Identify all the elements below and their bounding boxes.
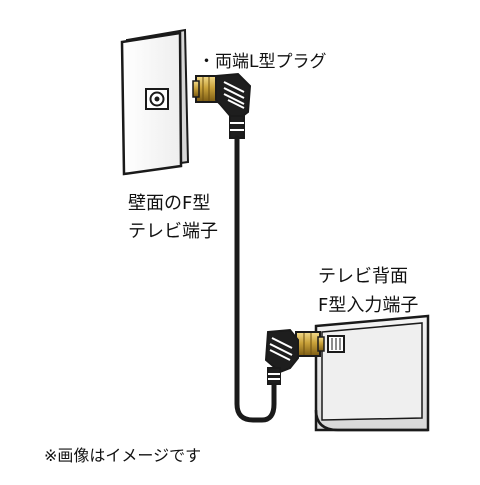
tv-input-label-line2: F型入力端子 [318, 295, 419, 316]
coax-cable-icon [234, 135, 277, 423]
top-l-plug-icon [192, 72, 252, 139]
wall-terminal-label: 壁面のF型 テレビ端子 [128, 190, 218, 246]
tv-set-icon [314, 314, 430, 432]
tv-input-label: テレビ背面 F型入力端子 [318, 262, 418, 320]
tv-f-connector-icon [327, 335, 345, 353]
bottom-l-plug-icon [264, 328, 325, 385]
image-note: ※画像はイメージです [44, 446, 202, 465]
plug-type-label: ・両端L型プラグ [198, 52, 327, 72]
wall-f-connector-icon [145, 88, 169, 110]
wall-terminal-label-line1: 壁面のF型 [128, 193, 211, 214]
wall-terminal-label-line2: テレビ端子 [128, 221, 218, 242]
tv-input-label-line1: テレビ背面 [318, 266, 408, 287]
